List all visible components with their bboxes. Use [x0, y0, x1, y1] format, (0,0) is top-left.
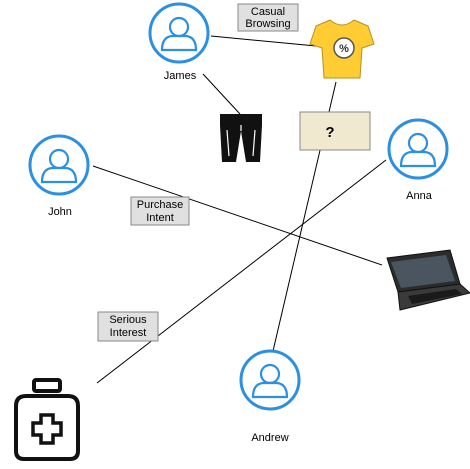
edge-anna-medicine — [96, 159, 387, 384]
person-name: Anna — [406, 190, 433, 202]
edge-james-shirt — [210, 35, 317, 47]
label-casual-browsing[interactable]: Casual Browsing — [237, 3, 299, 32]
label-line: Casual — [251, 6, 285, 18]
person-john[interactable]: John — [28, 134, 90, 218]
laptop-icon[interactable] — [386, 249, 470, 311]
label-purchase-intent[interactable]: Purchase Intent — [130, 196, 190, 226]
label-question-mark: ? — [325, 124, 334, 141]
edge-john-laptop — [92, 165, 383, 266]
pants-icon[interactable] — [220, 114, 262, 162]
label-line: Serious — [109, 314, 147, 326]
label-line: Browsing — [245, 18, 290, 30]
label-serious-interest[interactable]: Serious Interest — [97, 311, 159, 342]
user-circle-icon — [148, 2, 210, 64]
svg-text:%: % — [339, 43, 349, 55]
person-andrew[interactable]: Andrew — [239, 349, 301, 444]
user-circle-icon — [239, 349, 301, 411]
label-unknown[interactable]: ? — [299, 111, 371, 151]
edge-james-pants — [202, 73, 241, 115]
label-line: Intent — [146, 212, 174, 224]
user-circle-icon — [28, 134, 90, 196]
medicine-bottle-icon[interactable] — [14, 378, 80, 461]
label-line: Purchase — [137, 199, 183, 211]
person-james[interactable]: James — [148, 2, 210, 82]
label-line: Interest — [110, 327, 147, 339]
person-anna[interactable]: Anna — [387, 118, 449, 202]
person-name: Andrew — [251, 432, 288, 444]
person-name: John — [48, 206, 72, 218]
person-name: James — [164, 70, 197, 82]
tshirt-discount-icon[interactable]: % — [309, 19, 375, 79]
user-circle-icon — [387, 118, 449, 180]
